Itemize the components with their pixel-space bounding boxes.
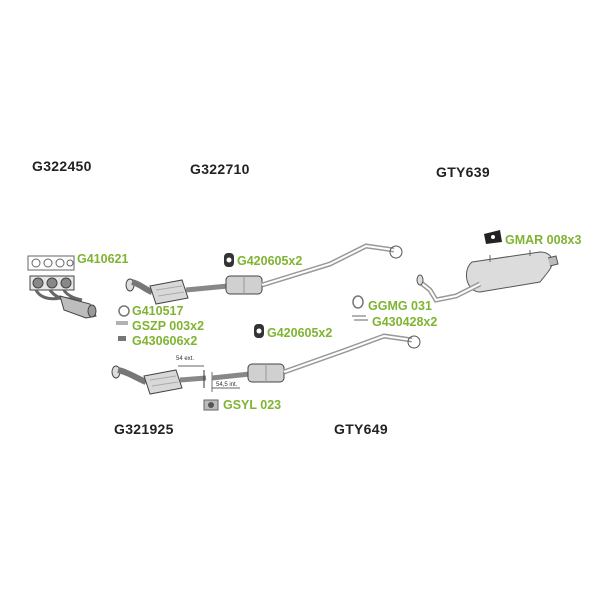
accessory-label-spring-bolt: G430428x2 <box>372 315 438 329</box>
part-number-manifold: G322450 <box>32 158 92 174</box>
exhaust-manifold-drawing <box>29 275 97 319</box>
part-number-rear-silencer: GTY639 <box>436 164 490 180</box>
accessory-label-sylastic: GSYL 023 <box>223 398 282 412</box>
accessory-label-clamp: GSZP 003x2 <box>132 319 205 333</box>
spring-bolt-icon <box>352 315 368 321</box>
ring-gasket-icon <box>118 305 130 317</box>
clamp-icon <box>116 321 128 325</box>
accessory-label-gasket-manifold: G410621 <box>77 252 129 266</box>
center-pipe-drawing <box>211 333 421 383</box>
front-pipe-bottom-drawing <box>111 365 207 395</box>
manifold-gasket-drawing <box>27 255 75 271</box>
front-pipe-top-drawing <box>125 243 403 305</box>
accessory-label-ring-gasket: G410517 <box>132 304 184 318</box>
accessory-label-hanger-middle: G420605x2 <box>267 326 333 340</box>
dimension-markers <box>178 365 240 392</box>
dimension-label-ext: 54 ext. <box>176 356 195 362</box>
sylastic-icon <box>203 399 219 411</box>
accessory-label-hanger-top: G420605x2 <box>237 254 303 268</box>
part-number-center-pipe: GTY649 <box>334 421 388 437</box>
part-number-front-pipe-top: G322710 <box>190 161 250 177</box>
accessory-label-mount-rear: GMAR 008x3 <box>505 233 582 247</box>
dimension-label-int: 54,5 int. <box>216 382 238 388</box>
bolt-icon <box>118 336 126 341</box>
part-number-front-pipe-bottom: G321925 <box>114 421 174 437</box>
accessory-label-ring: GGMG 031 <box>368 299 432 313</box>
accessory-label-bolt: G430606x2 <box>132 334 198 348</box>
hanger-icon <box>254 324 264 338</box>
hanger-icon <box>224 253 234 267</box>
ring-icon <box>352 295 364 309</box>
rear-silencer-drawing <box>416 250 559 303</box>
mount-icon <box>484 230 502 244</box>
